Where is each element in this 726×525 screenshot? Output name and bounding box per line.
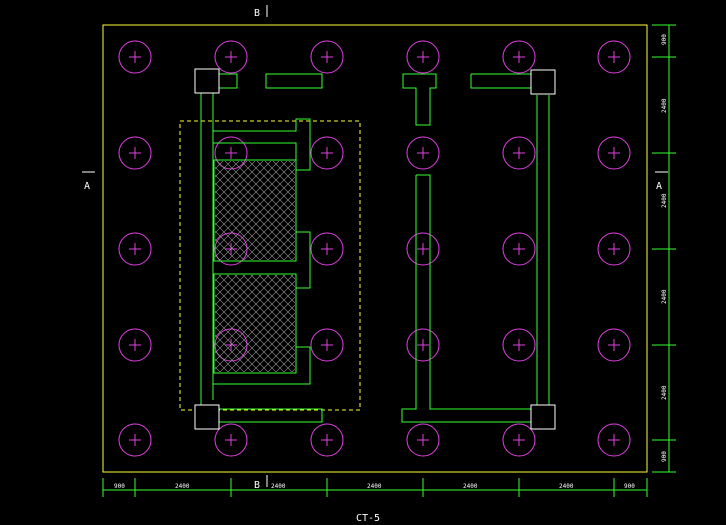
pile-3-3	[310, 232, 344, 266]
dim-bottom-2: 2400	[175, 483, 190, 490]
pile-2-3	[310, 136, 344, 170]
column-top-left	[194, 68, 220, 94]
pile-5-2	[214, 423, 248, 457]
section-label-b-top: B	[254, 8, 260, 19]
pile-1-6	[597, 40, 631, 74]
drawing-title: CT-5	[356, 513, 380, 524]
column-bottom-right	[530, 404, 556, 430]
dim-bottom-3: 2400	[271, 483, 286, 490]
pile-4-1	[118, 328, 152, 362]
pile-5-4	[406, 423, 440, 457]
pile-4-4	[406, 328, 440, 362]
pile-2-4	[406, 136, 440, 170]
pile-4-3	[310, 328, 344, 362]
upper-link	[213, 118, 311, 171]
pile-2-1	[118, 136, 152, 170]
dim-bottom-6: 2400	[559, 483, 574, 490]
pile-4-6	[597, 328, 631, 362]
dim-right-1: 900	[661, 34, 668, 45]
dimension-right	[652, 24, 676, 473]
hatch-lower	[215, 275, 295, 372]
section-label-b-bottom: B	[254, 480, 260, 491]
pile-5-1	[118, 423, 152, 457]
right-top-arm	[470, 73, 531, 89]
dimension-bottom	[102, 478, 648, 497]
left-wall	[200, 93, 214, 405]
hatch-upper	[215, 161, 295, 260]
pile-3-6	[597, 232, 631, 266]
dim-bottom-7: 900	[624, 483, 635, 490]
dim-right-5: 2400	[661, 385, 668, 400]
pile-1-4	[406, 40, 440, 74]
wall-layout	[200, 73, 550, 423]
pile-grid	[118, 40, 631, 457]
slab-outline	[102, 24, 648, 473]
pile-1-5	[502, 40, 536, 74]
dim-right-2: 2400	[661, 98, 668, 113]
column-top-right	[530, 69, 556, 95]
right-wall	[536, 95, 550, 405]
pile-3-4	[406, 232, 440, 266]
column-bottom-left	[194, 404, 220, 430]
dim-bottom-4: 2400	[367, 483, 382, 490]
dim-right-3: 2400	[661, 193, 668, 208]
dim-bottom-5: 2400	[463, 483, 478, 490]
pile-5-6	[597, 423, 631, 457]
pile-1-1	[118, 40, 152, 74]
section-label-a-left: A	[84, 181, 90, 192]
low-link	[213, 346, 311, 385]
panel-upper	[213, 159, 297, 262]
panel-lower	[213, 273, 297, 374]
pile-3-1	[118, 232, 152, 266]
t-shape	[402, 73, 437, 126]
pile-3-5	[502, 232, 536, 266]
pile-1-3	[310, 40, 344, 74]
section-label-a-right: A	[656, 181, 662, 192]
top-bar	[265, 73, 323, 89]
pile-2-5	[502, 136, 536, 170]
columns	[194, 68, 556, 430]
dim-right-6: 900	[661, 451, 668, 462]
dashed-region	[179, 120, 361, 411]
center-wall	[401, 174, 531, 423]
dim-bottom-1: 900	[114, 483, 125, 490]
pile-5-3	[310, 423, 344, 457]
section-markers	[82, 5, 668, 487]
pile-5-5	[502, 423, 536, 457]
pile-1-2	[214, 40, 248, 74]
dim-right-4: 2400	[661, 289, 668, 304]
left-top-stub	[219, 73, 238, 89]
pile-4-5	[502, 328, 536, 362]
bottom-left-bar	[219, 408, 323, 423]
pile-2-6	[597, 136, 631, 170]
mid-link	[296, 231, 311, 289]
